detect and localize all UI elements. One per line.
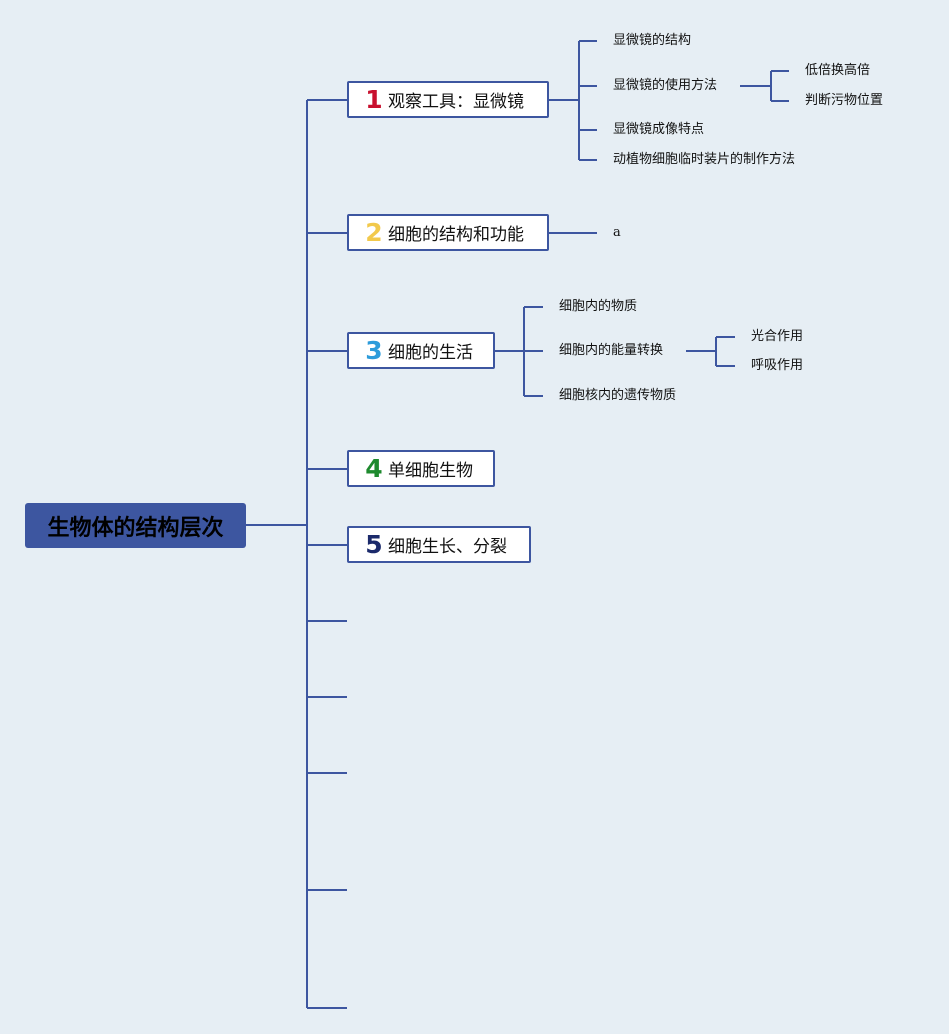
topic-1-node[interactable]: 1 观察工具：显微镜 <box>347 81 549 118</box>
topic-5-label: 细胞生长、分裂 <box>388 537 507 557</box>
topic-3-node[interactable]: 3 细胞的生活 <box>347 332 495 369</box>
root-node[interactable]: 生物体的结构层次 <box>25 503 246 548</box>
topic-1-number: 1 <box>365 85 383 114</box>
topic-5-node[interactable]: 5 细胞生长、分裂 <box>347 526 531 563</box>
topic-1-child-2-grandchild-1[interactable]: 低倍换高倍 <box>805 63 871 78</box>
topic-3-number: 3 <box>365 336 383 365</box>
topic-1-child-1[interactable]: 显微镜的结构 <box>613 33 692 48</box>
topic-1-child-2[interactable]: 显微镜的使用方法 <box>613 78 718 93</box>
topic-4-label: 单细胞生物 <box>388 461 473 481</box>
topic-3-child-1[interactable]: 细胞内的物质 <box>559 299 638 314</box>
topic-3-child-3[interactable]: 细胞核内的遗传物质 <box>559 388 677 403</box>
root-label: 生物体的结构层次 <box>47 515 224 541</box>
topic-3-label: 细胞的生活 <box>388 343 473 363</box>
topic-4-node[interactable]: 4 单细胞生物 <box>347 450 495 487</box>
topic-1-label: 观察工具：显微镜 <box>388 92 524 112</box>
topic-2-number: 2 <box>365 218 383 247</box>
topic-4-number: 4 <box>365 454 383 483</box>
topic-5-number: 5 <box>365 530 383 559</box>
topic-3-child-2-grandchild-2[interactable]: 呼吸作用 <box>751 358 804 373</box>
topic-1-child-3[interactable]: 显微镜成像特点 <box>613 122 705 137</box>
topic-1-child-4[interactable]: 动植物细胞临时装片的制作方法 <box>613 152 796 167</box>
topic-1-child-2-grandchild-2[interactable]: 判断污物位置 <box>805 93 884 108</box>
topic-3-child-2-grandchild-1[interactable]: 光合作用 <box>751 329 804 344</box>
topic-2-label: 细胞的结构和功能 <box>388 225 524 245</box>
topic-2-child-1[interactable]: a <box>613 225 621 240</box>
topic-2-node[interactable]: 2 细胞的结构和功能 <box>347 214 549 251</box>
topic-3-child-2[interactable]: 细胞内的能量转换 <box>559 343 664 358</box>
